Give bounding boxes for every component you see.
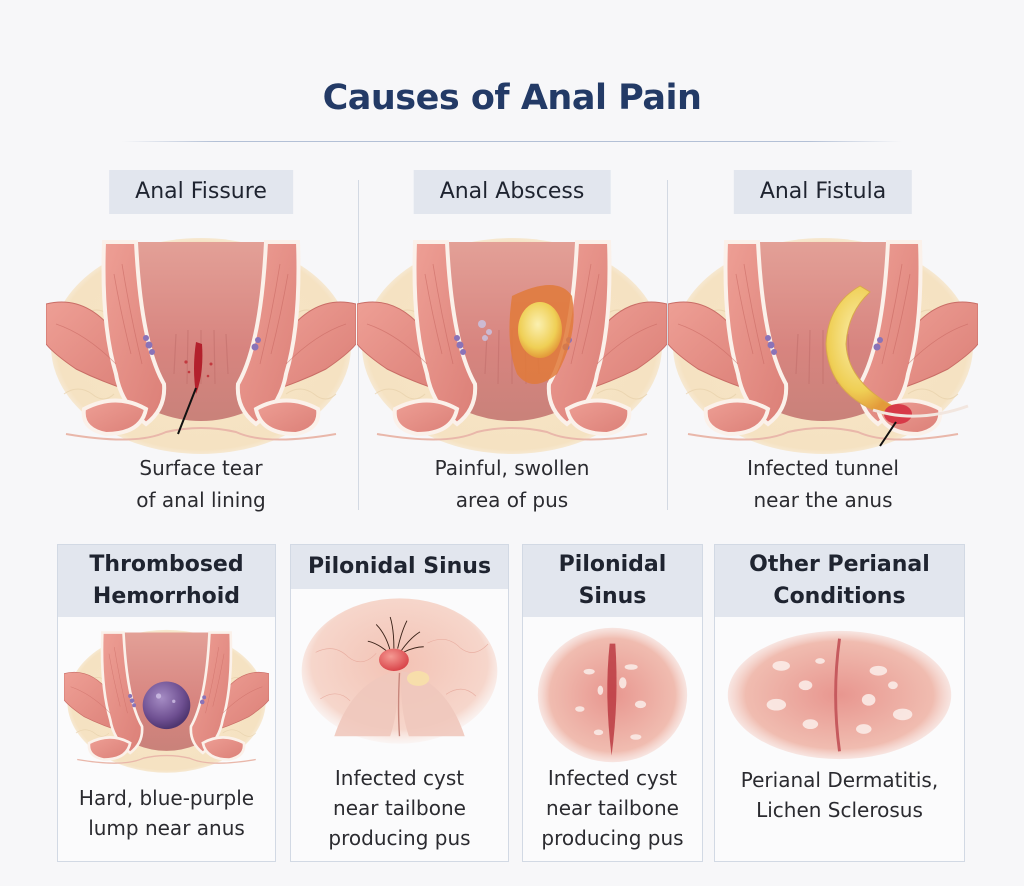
condition-anal-fissure: Anal Fissure Surface tear of anal lining	[46, 168, 356, 518]
condition-description: Surface tear of anal lining	[46, 452, 356, 516]
description-line: producing pus	[541, 826, 684, 850]
condition-label: Pilonidal Sinus	[523, 545, 702, 617]
description-line: lump near anus	[88, 816, 245, 840]
description-line: Infected cyst	[547, 766, 678, 790]
description-line: Painful, swollen	[434, 456, 590, 480]
condition-pilonidal-sinus: Pilonidal Sinus Infected cyst near tailb…	[290, 544, 509, 862]
column-divider	[667, 180, 668, 510]
condition-label: Anal Abscess	[413, 170, 611, 214]
infected-cyst	[379, 648, 409, 671]
description-line: area of pus	[455, 488, 569, 512]
condition-label: Anal Fistula	[733, 170, 913, 214]
label-line: Sinus	[578, 584, 647, 609]
pus-pocket	[518, 302, 562, 358]
cleft-lesion	[607, 643, 617, 756]
description-line: Hard, blue-purple	[78, 786, 255, 810]
condition-description: Painful, swollen area of pus	[357, 452, 667, 516]
condition-description: Hard, blue-purple lump near anus	[58, 783, 275, 843]
description-line: near the anus	[753, 488, 893, 512]
description-line: of anal lining	[136, 488, 266, 512]
description-line: producing pus	[328, 826, 471, 850]
description-line: Surface tear	[139, 456, 263, 480]
hemorrhoid-lump	[142, 681, 191, 730]
condition-label: Pilonidal Sinus	[291, 545, 508, 589]
pilonidal-sinus-illustration	[301, 598, 498, 744]
condition-description: Infected tunnel near the anus	[668, 452, 978, 516]
pilonidal-sinus-closeup-illustration	[537, 627, 688, 763]
label-line: Hemorrhoid	[92, 584, 241, 609]
pointer-line	[879, 421, 897, 447]
anal-abscess-illustration	[357, 236, 667, 454]
condition-description: Infected cyst near tailbone producing pu…	[291, 763, 508, 853]
condition-anal-abscess: Anal Abscess Painful, swollen area of pu…	[357, 168, 667, 518]
label-line: Other Perianal	[749, 552, 930, 577]
condition-description: Perianal Dermatitis, Lichen Sclerosus	[715, 765, 964, 825]
description-line: near tailbone	[546, 796, 679, 820]
skin-patches	[766, 658, 913, 734]
condition-pilonidal-sinus-closeup: Pilonidal Sinus Infected cyst near tailb…	[522, 544, 703, 862]
description-line: Infected tunnel	[747, 456, 899, 480]
description-line: near tailbone	[333, 796, 466, 820]
condition-description: Infected cyst near tailbone producing pu…	[523, 763, 702, 853]
condition-label: Thrombosed Hemorrhoid	[58, 545, 275, 617]
perianal-dermatitis-illustration	[727, 630, 952, 760]
condition-other-perianal: Other Perianal Conditions Perianal Derma…	[714, 544, 965, 862]
title-divider	[122, 141, 902, 142]
gluteal-cleft	[834, 638, 841, 752]
page-title: Causes of Anal Pain	[322, 78, 702, 118]
anal-fistula-illustration	[668, 236, 978, 454]
condition-thrombosed-hemorrhoid: Thrombosed Hemorrhoid Hard, blue-purple …	[57, 544, 276, 862]
label-line: Pilonidal Sinus	[307, 554, 492, 579]
label-line: Thrombosed	[89, 552, 244, 577]
condition-label: Other Perianal Conditions	[715, 545, 964, 617]
fissure-tear	[194, 342, 203, 394]
description-line: Perianal Dermatitis,	[740, 768, 939, 792]
description-line: Infected cyst	[334, 766, 465, 790]
condition-label: Anal Fissure	[109, 170, 293, 214]
pus-spot	[406, 671, 430, 686]
label-line: Pilonidal	[558, 552, 667, 577]
pointer-line	[177, 387, 197, 435]
condition-anal-fistula: Anal Fistula Infected tunnel near the an…	[668, 168, 978, 518]
description-line: Lichen Sclerosus	[756, 798, 923, 822]
anal-fissure-illustration	[46, 236, 356, 454]
bleeding-spots	[184, 360, 213, 378]
thrombosed-hemorrhoid-illustration	[64, 628, 269, 775]
label-line: Conditions	[773, 584, 906, 609]
